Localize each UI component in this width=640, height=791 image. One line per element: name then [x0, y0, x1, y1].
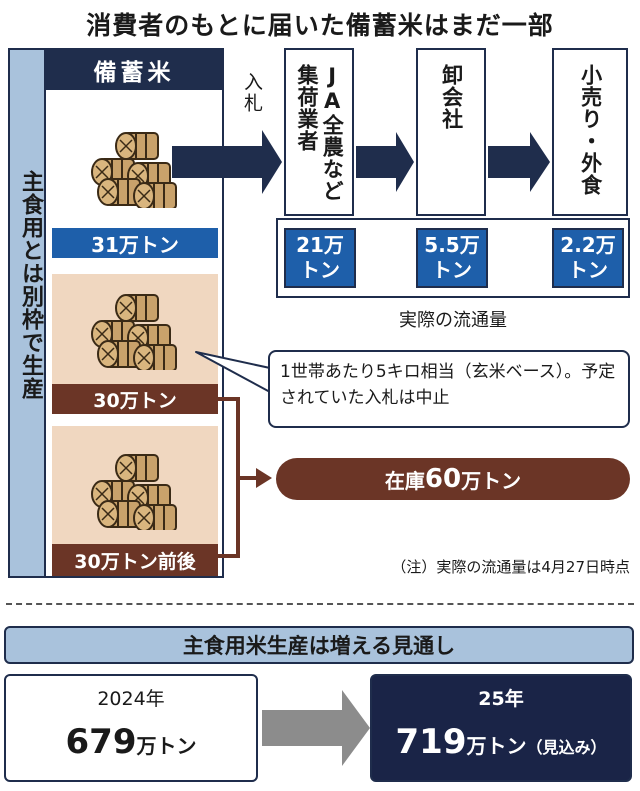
- rice-bales-icon: [91, 132, 177, 208]
- stage-collectors: JA全農など集荷業者: [284, 48, 354, 216]
- arrow-right-icon: [256, 468, 272, 488]
- flow-amount-2: 5.5万 トン: [416, 228, 488, 288]
- production-2025-unit: 万トン: [466, 734, 527, 758]
- flow-amount-unit: トン: [568, 258, 608, 282]
- stock-bracket: [218, 397, 240, 558]
- stage-wholesalers: 卸会社: [416, 48, 486, 216]
- stock-prefix: 在庫: [384, 468, 425, 493]
- production-2024-box: [4, 674, 258, 782]
- rice-bales-icon: [91, 454, 177, 530]
- production-2024-unit: 万トン: [136, 734, 197, 758]
- year-2025-label: 25年: [478, 688, 524, 710]
- arrow-right-icon: [262, 690, 370, 766]
- arrow-right-icon: [488, 132, 550, 192]
- flow-amount-1: 21万 トン: [284, 228, 356, 288]
- production-2025-note: （見込み）: [526, 738, 607, 757]
- page-title: 消費者のもとに届いた備蓄米はまだ一部: [86, 11, 554, 40]
- flow-amount-3: 2.2万 トン: [552, 228, 624, 288]
- outlook-header: 主食用米生産は増える見通し: [4, 626, 634, 664]
- production-2024-num: 679: [65, 722, 137, 762]
- stock-num: 60: [424, 464, 462, 494]
- reserve-header: 備蓄米: [46, 50, 222, 90]
- flow-amount-num: 2.2万: [560, 233, 616, 257]
- reserve-amount-1: 31万トン: [52, 228, 218, 258]
- reserve-amount-3: 30万トン前後: [52, 544, 218, 576]
- arrow-right-icon: [172, 130, 282, 194]
- bid-label: 入札: [241, 72, 263, 114]
- production-2025-num: 719: [395, 722, 467, 762]
- stage-retail: 小売り・外食: [552, 48, 628, 216]
- flow-amount-unit: トン: [300, 258, 340, 282]
- flow-amount-num: 5.5万: [424, 233, 480, 257]
- production-2024-value: 679万トン: [4, 722, 258, 762]
- flow-caption: 実際の流通量: [399, 310, 507, 331]
- rice-bales-icon: [91, 294, 177, 370]
- reserve-amount-2: 30万トン: [52, 384, 218, 414]
- callout-note: 1世帯あたり5キロ相当（玄米ベース）。予定されていた入札は中止: [268, 350, 630, 428]
- arrow-right-icon: [356, 132, 414, 192]
- footnote: （注）実際の流通量は4月27日時点: [391, 558, 630, 576]
- side-label: 主食用とは別枠で生産: [18, 170, 43, 400]
- stock-suffix: 万トン: [461, 468, 522, 493]
- year-2024-label: 2024年: [97, 688, 165, 710]
- flow-amount-unit: トン: [432, 258, 472, 282]
- flow-amount-num: 21万: [296, 233, 344, 257]
- production-2025-value: 719万トン（見込み）: [370, 722, 632, 762]
- divider: [6, 603, 634, 605]
- production-2025-box: [370, 674, 632, 782]
